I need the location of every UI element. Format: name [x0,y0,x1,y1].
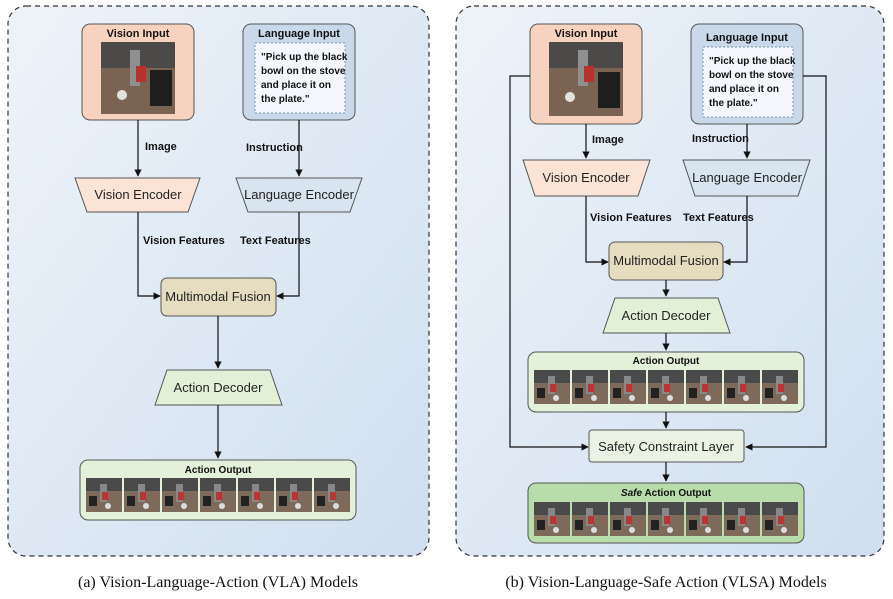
language-input-title: Language Input [258,28,340,40]
action-decoder-right: Action Decoder [602,297,731,334]
text-features-label: Text Features [240,235,311,247]
svg-text:bowl on the stove: bowl on the stove [709,70,794,81]
safe-action-frames [534,502,798,536]
svg-text:Action Decoder: Action Decoder [622,308,712,323]
svg-text:Action Output: Action Output [633,356,700,367]
svg-text:Action Decoder: Action Decoder [174,380,264,395]
vision-encoder-right: Vision Encoder [522,159,651,197]
vision-encoder: Vision Encoder [74,177,201,213]
svg-text:Language Encoder: Language Encoder [692,170,803,185]
svg-text:Multimodal Fusion: Multimodal Fusion [613,253,719,268]
instruction-line-3: and place it on [261,80,331,91]
svg-text:Image: Image [592,134,624,146]
safe-action-output-title: Action Output [642,488,712,499]
instruction-line-1: "Pick up the black [261,52,348,63]
panel-vlsa: Vision Input Language Input "Pick up the… [455,5,885,557]
multimodal-fusion: Multimodal Fusion [160,277,277,317]
safe-word: Safe [621,488,643,499]
multimodal-fusion-right: Multimodal Fusion [608,241,724,281]
svg-text:the plate.": the plate." [709,98,758,109]
language-input-box: Language Input "Pick up the black bowl o… [242,23,356,121]
action-frames-right [534,370,798,404]
vision-input-box: Vision Input [81,23,195,121]
action-frames [86,478,350,512]
language-encoder: Language Encoder [235,177,363,213]
safe-action-output: Safe Action Output [527,482,805,544]
svg-text:Safety Constraint Layer: Safety Constraint Layer [598,439,735,454]
scene-image [101,42,175,114]
svg-text:and place it on: and place it on [709,84,779,95]
vision-input-box-right: Vision Input [529,23,643,125]
caption-vlsa: (b) Vision-Language-Safe Action (VLSA) M… [505,574,826,591]
caption-vla: (a) Vision-Language-Action (VLA) Models [78,574,358,591]
svg-text:Text Features: Text Features [683,212,754,224]
svg-text:Multimodal Fusion: Multimodal Fusion [165,289,271,304]
scene-image-right [549,42,623,116]
image-label: Image [145,141,177,153]
instruction-line-2: bowl on the stove [261,66,346,77]
svg-text:Vision Encoder: Vision Encoder [94,187,182,202]
svg-text:Action Output: Action Output [185,465,252,476]
action-output-right: Action Output [527,351,805,413]
svg-text:Vision Encoder: Vision Encoder [542,170,630,185]
svg-text:Instruction: Instruction [692,133,749,145]
language-input-box-right: Language Input "Pick up the black bowl o… [690,23,804,125]
svg-text:Vision Features: Vision Features [590,212,672,224]
svg-text:Vision Input: Vision Input [555,28,618,40]
action-output: Action Output [79,459,357,521]
panel-vla: Vision Input Language Input "Pick up the… [7,5,430,557]
svg-text:Language Input: Language Input [706,32,788,44]
svg-text:Safe Action Output: Safe Action Output [621,488,712,499]
language-encoder-right: Language Encoder [682,159,811,197]
instruction-line-4: the plate." [261,94,310,105]
svg-text:Language Encoder: Language Encoder [244,187,355,202]
safety-constraint-layer: Safety Constraint Layer [588,429,745,463]
svg-text:"Pick up the black: "Pick up the black [709,56,796,67]
instruction-label: Instruction [246,142,303,154]
action-decoder: Action Decoder [154,369,283,406]
vision-features-label: Vision Features [143,235,225,247]
vision-input-title: Vision Input [107,28,170,40]
